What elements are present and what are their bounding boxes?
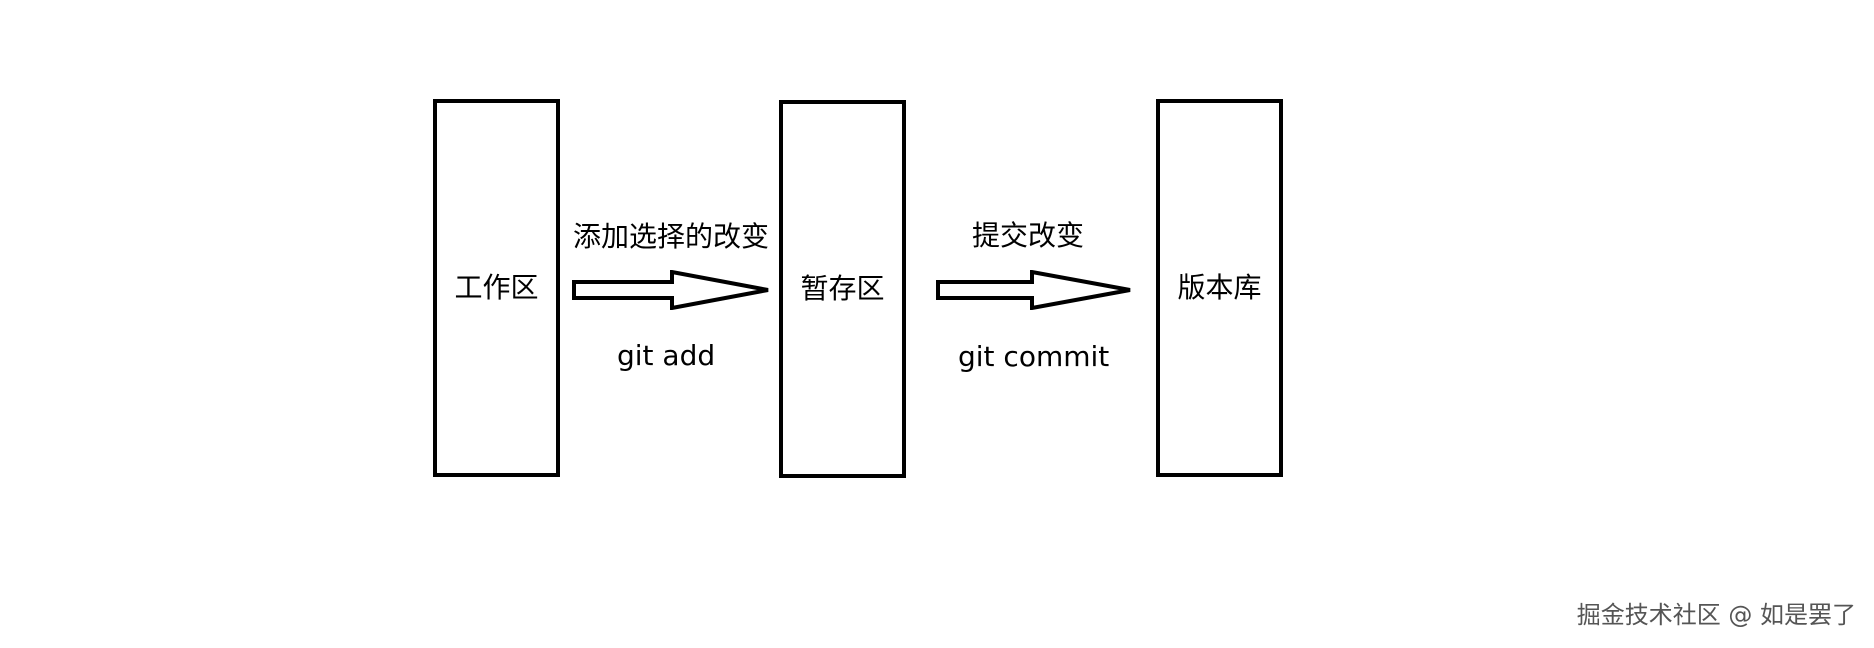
- transition-command-git-commit: git commit: [958, 340, 1110, 373]
- transition-description-commit: 提交改变: [972, 219, 1085, 252]
- arrow-right-icon: [936, 270, 1131, 310]
- arrow-right-icon: [572, 270, 769, 310]
- watermark-text: 掘金技术社区 @ 如是罢了: [1576, 601, 1856, 629]
- transition-command-git-add: git add: [617, 339, 716, 372]
- stage-label-staging-area: 暂存区: [800, 272, 885, 305]
- stage-label-working-directory: 工作区: [454, 271, 539, 304]
- stage-staging-area: 暂存区: [779, 100, 906, 478]
- transition-description-add: 添加选择的改变: [573, 220, 770, 253]
- stage-repository: 版本库: [1156, 99, 1283, 477]
- stage-label-repository: 版本库: [1177, 271, 1262, 304]
- stage-working-directory: 工作区: [433, 99, 560, 477]
